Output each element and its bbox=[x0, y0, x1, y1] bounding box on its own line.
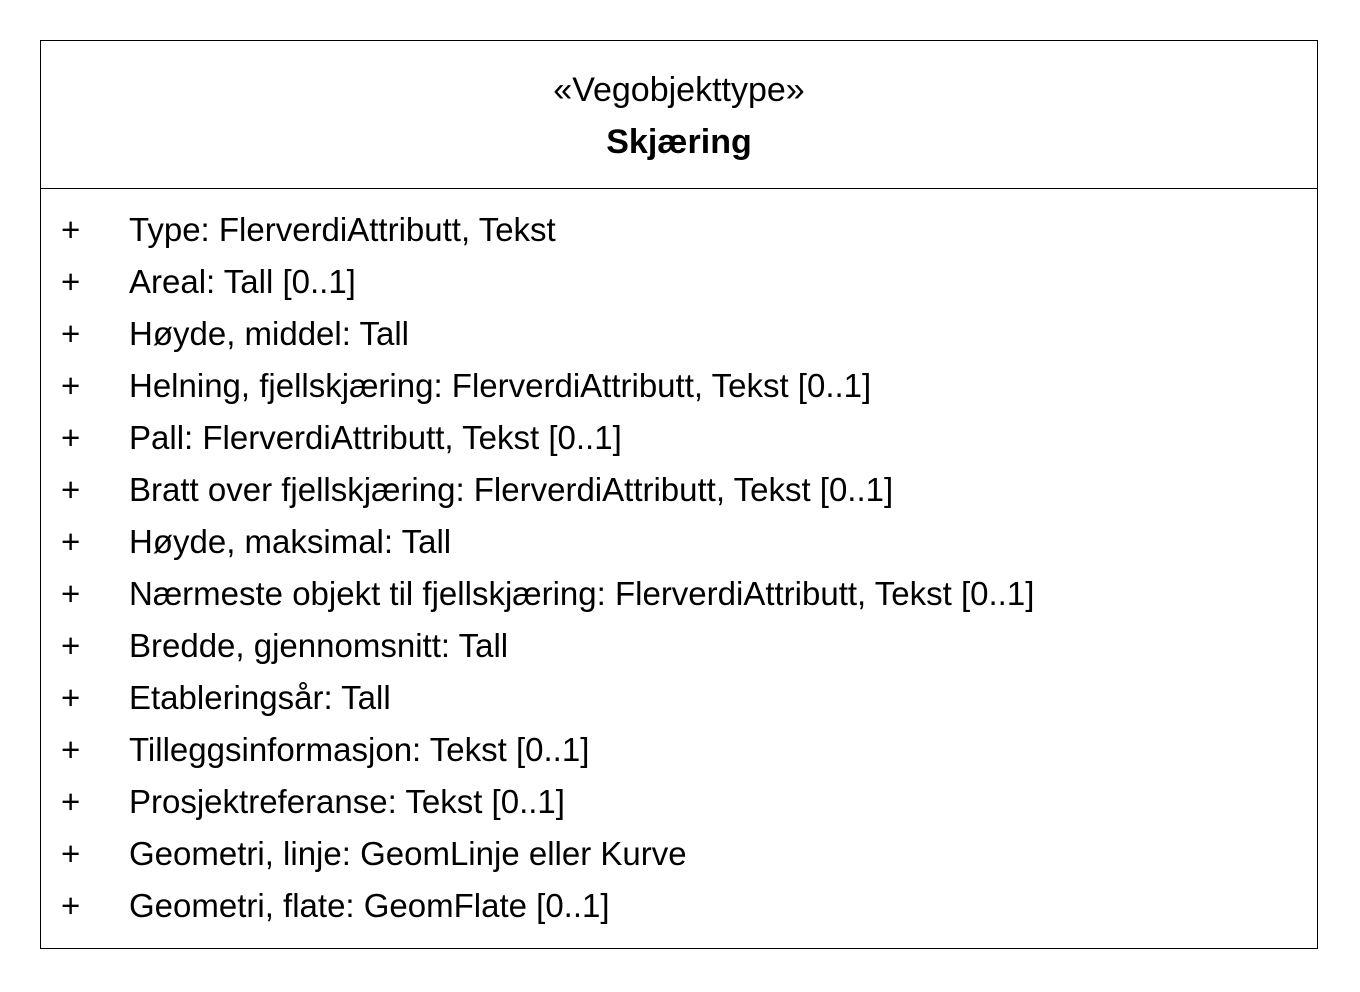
attribute-row: + Høyde, middel: Tall bbox=[41, 313, 1317, 365]
visibility-marker: + bbox=[61, 367, 81, 404]
visibility-marker: + bbox=[61, 211, 81, 248]
attribute-text: Geometri, flate: GeomFlate [0..1] bbox=[129, 887, 610, 924]
visibility-marker: + bbox=[61, 679, 81, 716]
visibility-marker: + bbox=[61, 575, 81, 612]
attribute-row: + Prosjektreferanse: Tekst [0..1] bbox=[41, 781, 1317, 833]
attribute-text: Bratt over fjellskjæring: FlerverdiAttri… bbox=[129, 471, 894, 508]
attribute-text: Prosjektreferanse: Tekst [0..1] bbox=[129, 783, 565, 820]
attribute-row: + Tilleggsinformasjon: Tekst [0..1] bbox=[41, 729, 1317, 781]
attribute-row: + Etableringsår: Tall bbox=[41, 677, 1317, 729]
attribute-text: Høyde, maksimal: Tall bbox=[129, 523, 452, 560]
attribute-text: Bredde, gjennomsnitt: Tall bbox=[129, 627, 509, 664]
attribute-text: Tilleggsinformasjon: Tekst [0..1] bbox=[129, 731, 590, 768]
attribute-row: + Geometri, flate: GeomFlate [0..1] bbox=[41, 885, 1317, 937]
visibility-marker: + bbox=[61, 523, 81, 560]
visibility-marker: + bbox=[61, 627, 81, 664]
attribute-row: + Bratt over fjellskjæring: FlerverdiAtt… bbox=[41, 469, 1317, 521]
visibility-marker: + bbox=[61, 731, 81, 768]
attribute-row: + Pall: FlerverdiAttributt, Tekst [0..1] bbox=[41, 417, 1317, 469]
visibility-marker: + bbox=[61, 783, 81, 820]
attribute-text: Geometri, linje: GeomLinje eller Kurve bbox=[129, 835, 687, 872]
class-name: Skjæring bbox=[606, 123, 752, 161]
attribute-text: Etableringsår: Tall bbox=[129, 679, 391, 716]
attribute-row: + Høyde, maksimal: Tall bbox=[41, 521, 1317, 573]
attribute-text: Nærmeste objekt til fjellskjæring: Flerv… bbox=[129, 575, 1035, 612]
attribute-list: + Type: FlerverdiAttributt, Tekst + Area… bbox=[41, 209, 1317, 937]
visibility-marker: + bbox=[61, 315, 81, 352]
attribute-text: Areal: Tall [0..1] bbox=[129, 263, 356, 300]
uml-class-box: «Vegobjekttype» Skjæring + Type: Flerver… bbox=[40, 40, 1318, 949]
attribute-row: + Geometri, linje: GeomLinje eller Kurve bbox=[41, 833, 1317, 885]
attribute-text: Type: FlerverdiAttributt, Tekst bbox=[129, 211, 556, 248]
attribute-row: + Helning, fjellskjæring: FlerverdiAttri… bbox=[41, 365, 1317, 417]
visibility-marker: + bbox=[61, 471, 81, 508]
attribute-row: + Bredde, gjennomsnitt: Tall bbox=[41, 625, 1317, 677]
visibility-marker: + bbox=[61, 835, 81, 872]
attribute-row: + Type: FlerverdiAttributt, Tekst bbox=[41, 209, 1317, 261]
attribute-text: Pall: FlerverdiAttributt, Tekst [0..1] bbox=[129, 419, 622, 456]
visibility-marker: + bbox=[61, 419, 81, 456]
attribute-text: Helning, fjellskjæring: FlerverdiAttribu… bbox=[129, 367, 872, 404]
visibility-marker: + bbox=[61, 887, 81, 924]
attribute-text: Høyde, middel: Tall bbox=[129, 315, 410, 352]
attribute-row: + Nærmeste objekt til fjellskjæring: Fle… bbox=[41, 573, 1317, 625]
visibility-marker: + bbox=[61, 263, 81, 300]
class-header: «Vegobjekttype» Skjæring bbox=[41, 41, 1317, 189]
stereotype-label: «Vegobjekttype» bbox=[553, 71, 805, 109]
attribute-row: + Areal: Tall [0..1] bbox=[41, 261, 1317, 313]
